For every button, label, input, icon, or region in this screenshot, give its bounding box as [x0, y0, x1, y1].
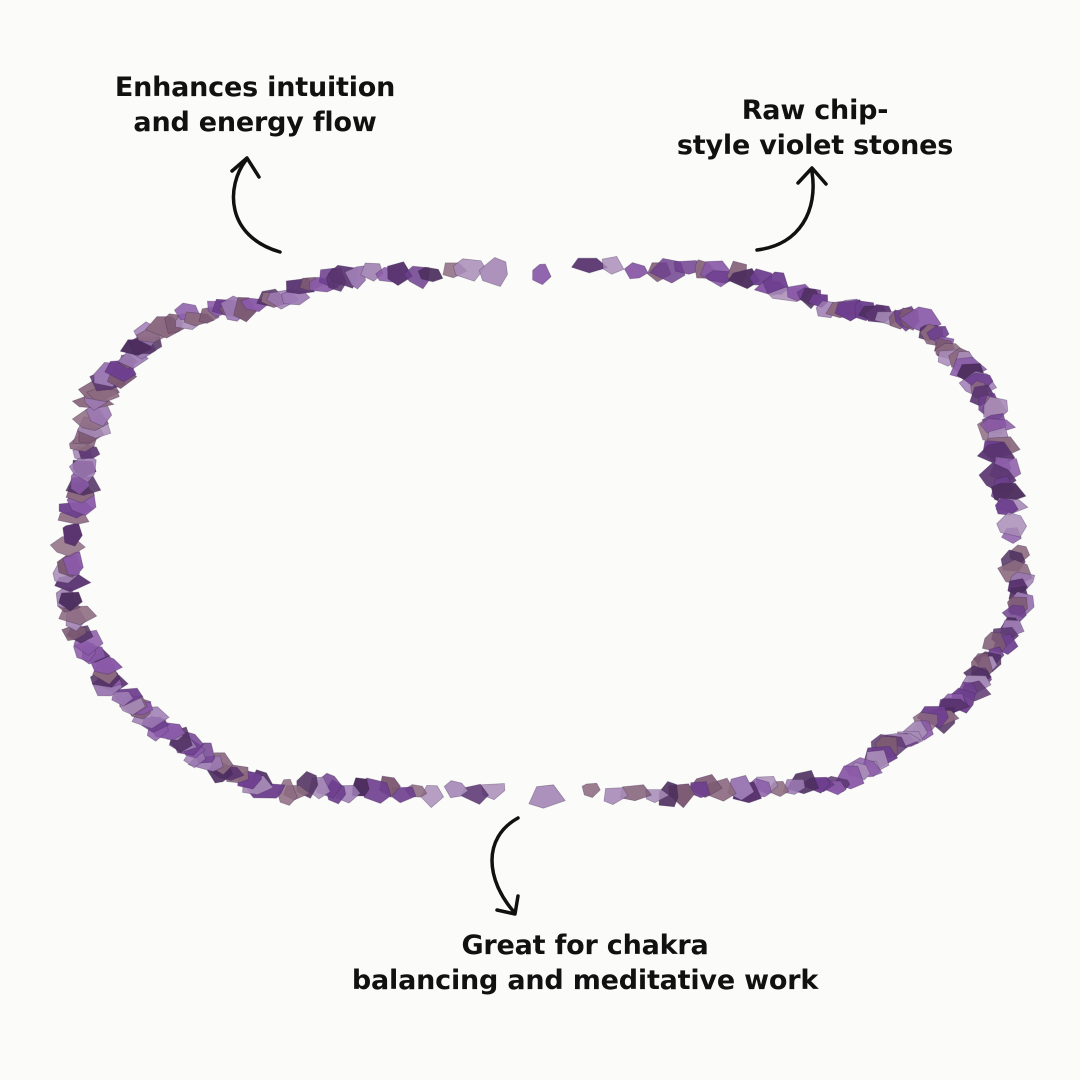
bead-chip	[61, 625, 87, 642]
bead-chip	[344, 265, 366, 290]
bead-chip	[111, 691, 134, 707]
curved-arrow-up-right-icon	[755, 166, 828, 252]
bead-chip	[62, 551, 84, 576]
annotation-line: style violet stones	[676, 130, 954, 161]
bead-chip	[68, 452, 97, 484]
bead-chip	[85, 387, 120, 403]
bead-chip	[581, 782, 601, 799]
bead-chip	[623, 262, 649, 280]
annotation-line: and energy flow	[133, 107, 377, 138]
bead-chip	[570, 257, 609, 274]
annotation-stones: Raw chip- style violet stones	[665, 93, 965, 163]
annotation-chakra: Great for chakra balancing and meditativ…	[330, 928, 840, 998]
bead-chip	[601, 255, 625, 275]
annotation-line: Raw chip-	[741, 95, 889, 126]
bead-chip	[528, 784, 566, 809]
bead-chip	[603, 787, 629, 805]
bead-chip	[478, 257, 508, 287]
bead-chip	[532, 263, 552, 286]
bead-chip	[387, 261, 413, 286]
amethyst-necklace	[49, 255, 1036, 809]
annotation-line: Great for chakra	[461, 930, 709, 961]
bead-chip	[58, 591, 83, 612]
bead-chip	[443, 780, 469, 799]
annotation-line: balancing and meditative work	[351, 965, 819, 996]
bead-chip	[727, 267, 761, 290]
annotation-intuition: Enhances intuition and energy flow	[105, 70, 405, 140]
curved-arrow-up-icon	[230, 156, 282, 254]
bead-chip	[417, 266, 444, 283]
curved-arrow-down-icon	[490, 816, 520, 916]
bead-chip	[996, 511, 1028, 538]
annotation-line: Enhances intuition	[114, 72, 396, 103]
bead-chip	[452, 258, 486, 282]
